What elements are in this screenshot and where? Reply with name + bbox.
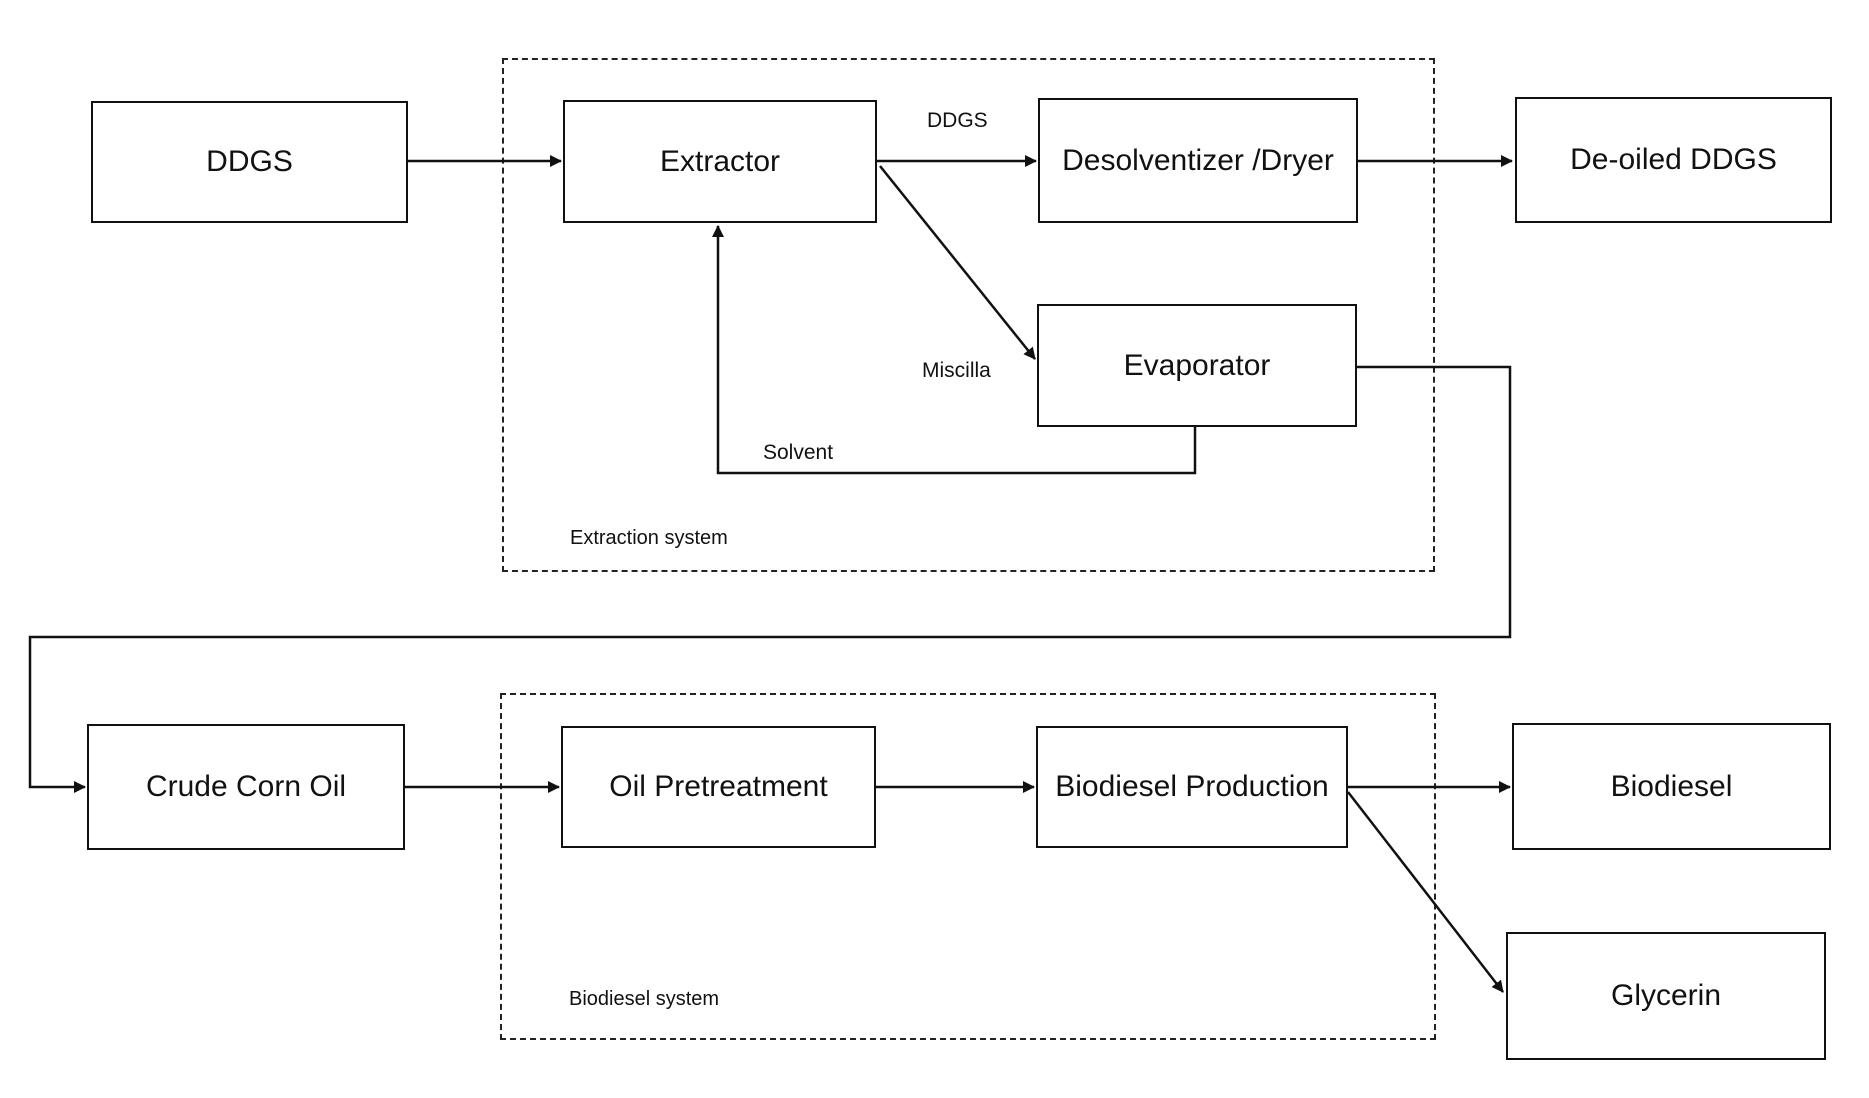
node-crude-corn-oil: Crude Corn Oil xyxy=(87,724,405,850)
node-biodiesel: Biodiesel xyxy=(1512,723,1831,850)
edge-label-solvent: Solvent xyxy=(763,441,833,465)
biodiesel-system-label: Biodiesel system xyxy=(569,988,719,1011)
node-glycerin: Glycerin xyxy=(1506,932,1826,1060)
arrow-extractor-to-evaporator xyxy=(880,166,1035,359)
edge-label-miscilla: Miscilla xyxy=(922,359,991,383)
extraction-system-label: Extraction system xyxy=(570,527,728,550)
node-biodiesel-production: Biodiesel Production xyxy=(1036,726,1348,848)
node-desolventizer-dryer: Desolventizer /Dryer xyxy=(1038,98,1358,223)
arrow-production-to-glycerin xyxy=(1348,792,1503,992)
node-ddgs: DDGS xyxy=(91,101,408,223)
node-oil-pretreatment: Oil Pretreatment xyxy=(561,726,876,848)
node-deoiled-ddgs: De-oiled DDGS xyxy=(1515,97,1832,223)
edge-label-ddgs: DDGS xyxy=(927,109,988,133)
node-evaporator: Evaporator xyxy=(1037,304,1357,427)
node-extractor: Extractor xyxy=(563,100,877,223)
